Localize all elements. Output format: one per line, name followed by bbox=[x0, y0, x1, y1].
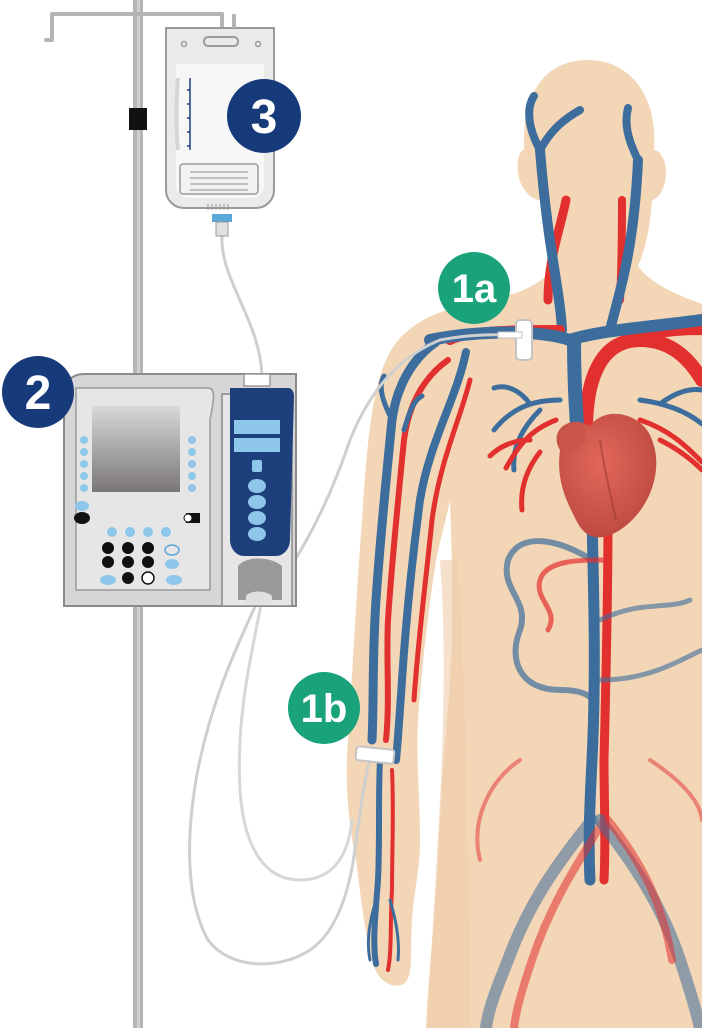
badge-2-label: 2 bbox=[25, 367, 52, 420]
infusion-pump-icon bbox=[64, 374, 296, 606]
badge-3-label: 3 bbox=[251, 91, 278, 144]
badge-2: 2 bbox=[2, 356, 74, 428]
badge-1b-label: 1b bbox=[301, 687, 348, 731]
badge-1a: 1a bbox=[438, 252, 510, 324]
badge-3: 3 bbox=[227, 79, 301, 153]
badge-1b: 1b bbox=[288, 672, 360, 744]
badge-1a-label: 1a bbox=[452, 267, 497, 311]
peripheral-catheter bbox=[355, 746, 394, 764]
